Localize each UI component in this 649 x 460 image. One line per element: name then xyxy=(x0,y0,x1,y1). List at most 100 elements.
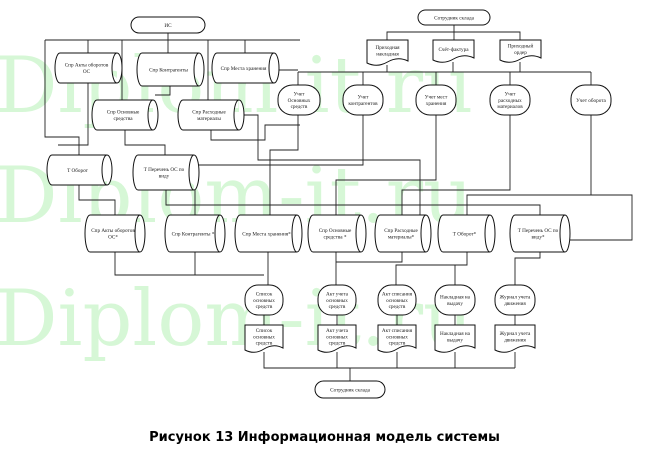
node-label: выдачу xyxy=(447,337,463,343)
node-label: основных xyxy=(386,298,408,304)
node-label: Счёт-фактура xyxy=(438,46,469,53)
connector-line xyxy=(395,252,468,285)
node-label: Спр Контрагенты xyxy=(149,67,188,73)
node-label: Журнал учета xyxy=(500,331,531,337)
node-label: средств xyxy=(389,341,406,347)
cylinder-node[interactable]: Спр Места хранения* xyxy=(234,214,303,253)
node-label: хранения xyxy=(426,101,447,107)
node-label: средств xyxy=(389,304,406,310)
terminator-shape xyxy=(417,9,491,26)
connector-line xyxy=(336,252,403,263)
cylinder-node[interactable]: Спр Контрагенты xyxy=(136,52,205,87)
node-label: основных xyxy=(253,334,275,340)
node-label: Учет xyxy=(294,92,306,98)
terminator-node[interactable]: Сотрудник склада xyxy=(314,380,386,399)
cylinder-shape xyxy=(91,99,159,131)
node-label: Спр Места хранения xyxy=(221,66,267,72)
node-label: ордер xyxy=(514,50,527,56)
connector-line xyxy=(263,352,515,369)
terminator-node[interactable]: Сотрудник склада xyxy=(417,9,491,26)
node-label: основных xyxy=(326,334,348,340)
document-shape xyxy=(366,39,409,66)
node-label: основных xyxy=(326,298,348,304)
connector-line xyxy=(401,115,511,215)
node-label: контрагентов xyxy=(348,101,378,107)
document-shape xyxy=(244,324,284,353)
cylinder-node[interactable]: Т Оборот* xyxy=(437,214,496,253)
node-label: Приходный xyxy=(508,43,534,50)
cylinder-shape xyxy=(46,154,113,186)
node-label: Журнал учета xyxy=(500,295,531,301)
process-shape xyxy=(570,84,612,116)
cylinder-node[interactable]: Спр Места хранения xyxy=(211,52,280,84)
connector-line xyxy=(165,190,541,215)
node-label: расходных xyxy=(498,98,522,104)
connector-line xyxy=(44,40,80,155)
node-label: Накладная на xyxy=(440,331,471,337)
process-node[interactable]: Учет оборота xyxy=(570,84,612,116)
node-label: виду* xyxy=(531,234,544,240)
process-shape xyxy=(377,284,417,316)
node-label: Накладная на xyxy=(440,295,471,301)
process-shape xyxy=(494,284,536,316)
node-label: средств xyxy=(329,341,346,347)
document-shape xyxy=(317,324,357,353)
node-label: средства xyxy=(113,116,133,122)
connector-line xyxy=(78,185,116,215)
node-label: Список xyxy=(256,292,273,298)
node-label: Основных xyxy=(288,98,311,104)
process-shape xyxy=(434,284,476,316)
node-label: Акт списания xyxy=(382,292,413,298)
node-label: выдачу xyxy=(447,301,463,307)
node-label: Акт учета xyxy=(326,292,349,298)
connector-line xyxy=(466,115,592,215)
process-shape xyxy=(317,284,357,316)
node-label: Спр Контрагенты * xyxy=(172,231,215,237)
node-label: Спр Расходные xyxy=(192,110,226,116)
node-label: средств xyxy=(329,304,346,310)
node-label: ОС xyxy=(83,69,91,75)
cylinder-node[interactable]: Т Оборот xyxy=(46,154,113,186)
connector-line xyxy=(58,83,89,146)
node-label: Спр Акты оборотов xyxy=(65,62,109,69)
process-shape xyxy=(415,84,457,116)
connector-line xyxy=(114,252,264,276)
node-label: основных xyxy=(386,334,408,340)
node-label: Т Оборот* xyxy=(453,230,477,237)
cylinder-node[interactable]: Спр Контрагенты * xyxy=(164,214,226,253)
terminator-shape xyxy=(130,16,206,34)
terminator-node[interactable]: ИС xyxy=(130,16,206,34)
node-label: Акт списания xyxy=(382,328,413,334)
document-node[interactable]: Счёт-фактура xyxy=(432,39,475,63)
connector-line xyxy=(244,114,421,215)
node-label: виду xyxy=(159,173,170,179)
cylinder-shape xyxy=(54,52,123,84)
node-label: накладная xyxy=(376,51,399,57)
process-shape xyxy=(489,84,531,116)
